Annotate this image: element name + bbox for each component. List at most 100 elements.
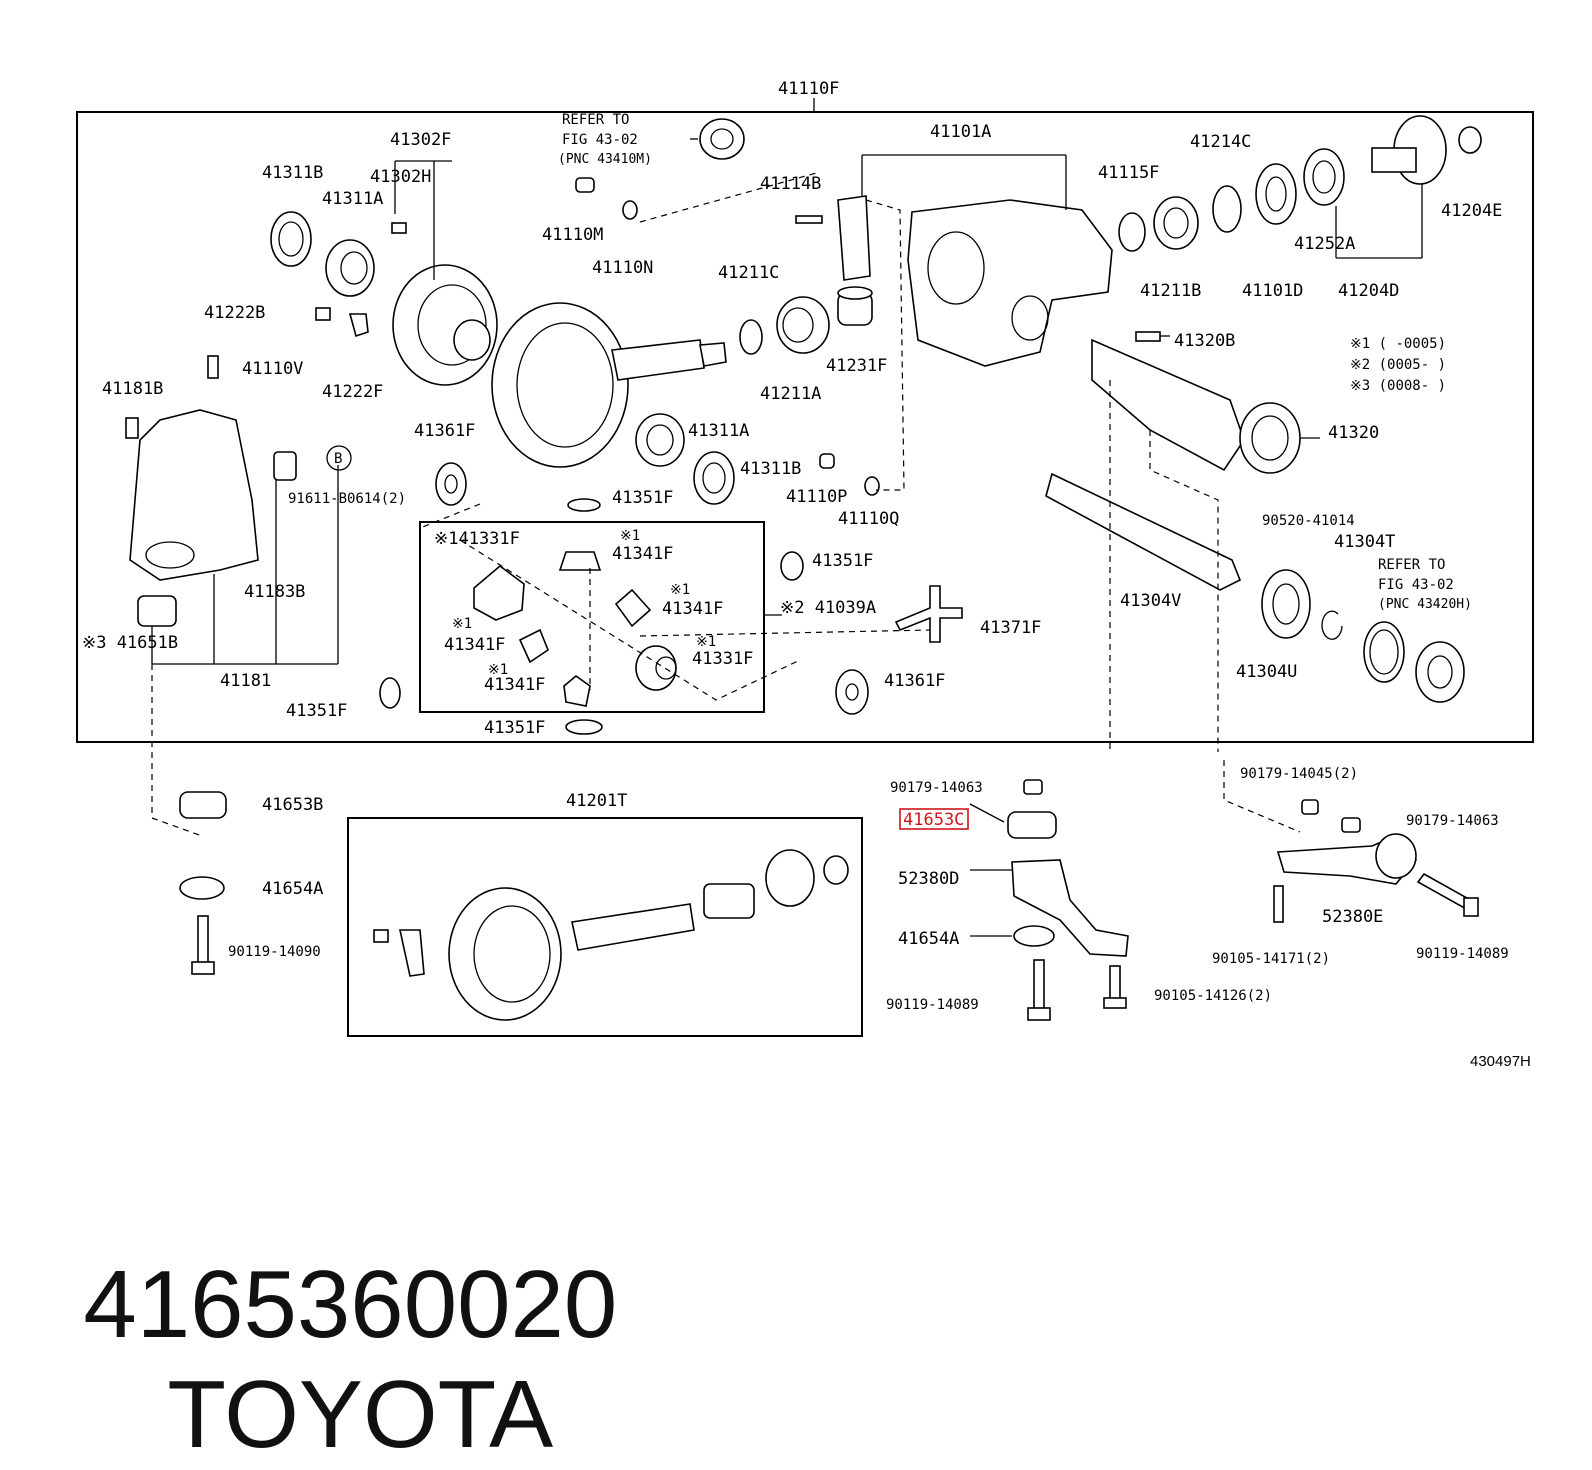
figure-number: 430497H bbox=[1470, 1053, 1531, 1070]
side-gear-41331F-a bbox=[473, 564, 525, 621]
bearing-41211A bbox=[776, 296, 830, 354]
bolt-41222B bbox=[315, 307, 331, 321]
label-41351F-c: 41351F bbox=[286, 701, 347, 721]
oil-seal-41311B-b bbox=[693, 451, 735, 505]
pinion-gear-41341F-c bbox=[518, 628, 549, 664]
label-41331F-a: ※141331F bbox=[434, 529, 520, 549]
ring-gear-pinion-41201T bbox=[491, 302, 727, 468]
label-41181: 41181 bbox=[220, 671, 271, 691]
label-refer-2: REFER TO bbox=[1378, 557, 1445, 573]
label-41304U: 41304U bbox=[1236, 662, 1297, 682]
cross-41371F bbox=[894, 585, 963, 643]
ring-pinion-frame bbox=[347, 817, 863, 1037]
plug-41110P bbox=[819, 453, 835, 469]
label-refer-1: REFER TO bbox=[562, 112, 629, 128]
pinion-gear-41341F-b bbox=[614, 588, 652, 628]
bracket-52380D bbox=[1011, 859, 1129, 957]
label-41114B: 41114B bbox=[760, 174, 821, 194]
label-41252A: 41252A bbox=[1294, 234, 1355, 254]
pinion-gear-41341F-d bbox=[563, 674, 591, 707]
label-41341F-b: 41341F bbox=[662, 599, 723, 619]
housing-41181 bbox=[129, 409, 259, 581]
parts-diagram: 41110F REFER TO FIG 43-02 (PNC 43410M) 4… bbox=[76, 79, 1534, 1070]
nut-41204E bbox=[1458, 126, 1482, 154]
label-41331F-b: 41331F bbox=[692, 649, 753, 669]
label-pnc-1: (PNC 43410M) bbox=[558, 152, 652, 167]
leader-lines bbox=[151, 138, 1423, 937]
spacer-41115F bbox=[1118, 212, 1146, 252]
label-41110N: 41110N bbox=[592, 258, 653, 278]
bolt-90119-14090 bbox=[191, 915, 215, 975]
label-41651B: ※3 41651B bbox=[82, 633, 178, 653]
washer-41351F-b bbox=[780, 551, 804, 581]
assembly-frame bbox=[76, 111, 1534, 743]
side-gear-41331F-b bbox=[635, 645, 677, 691]
note-2: ※2 (0005- ) bbox=[1350, 357, 1446, 373]
label-90179-c: 90179-14063 bbox=[1406, 813, 1499, 829]
label-41304T: 41304T bbox=[1334, 532, 1395, 552]
gasket-41110N bbox=[622, 200, 638, 220]
bolt-41320B bbox=[1135, 331, 1161, 342]
part-number: 4165360020 bbox=[83, 1251, 618, 1358]
washer-41351F-c bbox=[379, 677, 401, 709]
bearing-41311A-b bbox=[635, 413, 685, 467]
label-41320: 41320 bbox=[1328, 423, 1379, 443]
label-41654A-a: 41654A bbox=[262, 879, 323, 899]
snap-ring-90520 bbox=[1321, 610, 1343, 640]
label-41110Q: 41110Q bbox=[838, 509, 899, 529]
box-bolt-lock bbox=[373, 929, 425, 977]
label-41320B: 41320B bbox=[1174, 331, 1235, 351]
label-41214C: 41214C bbox=[1190, 132, 1251, 152]
label-41222B: 41222B bbox=[204, 303, 265, 323]
label-pnc-2: (PNC 43420H) bbox=[1378, 597, 1472, 612]
label-41204D: 41204D bbox=[1338, 281, 1399, 301]
dashed-guides bbox=[151, 171, 1301, 837]
label-52380E: 52380E bbox=[1322, 907, 1383, 927]
breather-41110V bbox=[207, 355, 219, 379]
cushion-41653C bbox=[1007, 811, 1057, 839]
oil-seal-41311B bbox=[270, 211, 312, 267]
label-41341F-b-note: ※1 bbox=[670, 582, 690, 598]
cushion-41653B bbox=[179, 791, 227, 819]
washer-41361F-b bbox=[835, 669, 869, 715]
label-41341F-c-note: ※1 bbox=[452, 616, 472, 632]
note-3: ※3 (0008- ) bbox=[1350, 378, 1446, 394]
part-caption: 4165360020 TOYOTA bbox=[30, 1140, 1130, 1468]
label-41341F-a: 41341F bbox=[612, 544, 673, 564]
brand-name: TOYOTA bbox=[167, 1361, 554, 1468]
label-41371F: 41371F bbox=[980, 618, 1041, 638]
bracket-52380E bbox=[1276, 833, 1418, 885]
bearing-cap-41114B bbox=[795, 195, 871, 281]
label-41341F-a-note: ※1 bbox=[620, 528, 640, 544]
pinion-gear-41341F-a bbox=[558, 551, 602, 571]
oil-slinger-41214C bbox=[1212, 185, 1242, 233]
bolt-90105-14171 bbox=[1273, 885, 1284, 923]
label-90520: 90520-41014 bbox=[1262, 513, 1355, 529]
label-41101D: 41101D bbox=[1242, 281, 1303, 301]
shaft-41304V bbox=[1045, 472, 1242, 591]
callout-labels: 41110F REFER TO FIG 43-02 (PNC 43410M) 4… bbox=[82, 79, 1531, 1070]
washer-41351F-a bbox=[567, 498, 601, 512]
label-41183B: 41183B bbox=[244, 582, 305, 602]
gasket-41183B bbox=[273, 451, 297, 481]
label-41201T: 41201T bbox=[566, 791, 627, 811]
oil-seal-43410M bbox=[699, 118, 745, 160]
differential-case-frame bbox=[419, 521, 765, 713]
companion-flange-41204D bbox=[1371, 115, 1447, 185]
bolt-41302H bbox=[391, 222, 407, 234]
label-41181B: 41181B bbox=[102, 379, 163, 399]
label-41341F-c: 41341F bbox=[444, 635, 505, 655]
spacer-41231F bbox=[837, 286, 873, 326]
label-41115F: 41115F bbox=[1098, 163, 1159, 183]
label-41211C: 41211C bbox=[718, 263, 779, 283]
label-41222F: 41222F bbox=[322, 382, 383, 402]
label-41039A: ※2 41039A bbox=[780, 598, 876, 618]
box-bearing bbox=[703, 849, 849, 919]
label-41311B-a: 41311B bbox=[262, 163, 323, 183]
label-41311A-a: 41311A bbox=[322, 189, 383, 209]
label-41211B: 41211B bbox=[1140, 281, 1201, 301]
label-41311A-b: 41311A bbox=[688, 421, 749, 441]
oil-seal-41252A bbox=[1303, 148, 1345, 206]
plug-41110M bbox=[575, 177, 595, 193]
differential-case-41302F bbox=[392, 264, 498, 386]
